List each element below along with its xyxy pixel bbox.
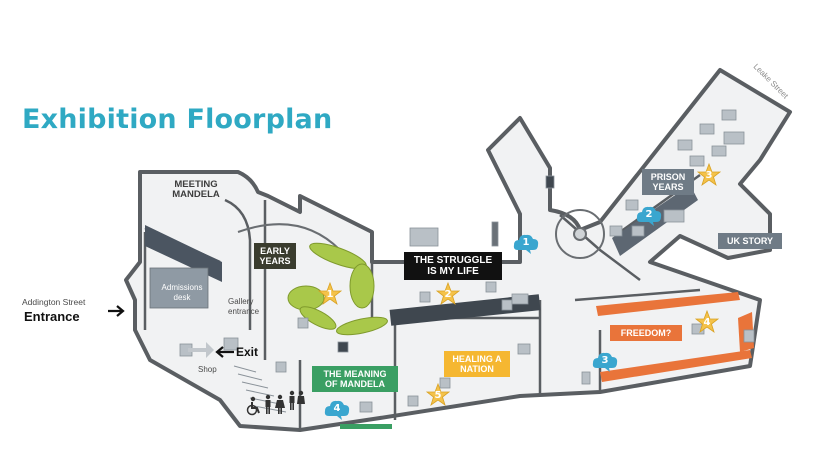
cloud-marker-icon: 4 bbox=[323, 398, 351, 422]
zone-early-years: EARLY YEARS bbox=[254, 243, 296, 269]
entrance-label: Entrance bbox=[24, 309, 80, 324]
wheelchair-icon bbox=[246, 396, 260, 416]
zone-meaning-of-mandela: THE MEANING OF MANDELA bbox=[312, 366, 398, 392]
zone-uk-story: UK STORY bbox=[718, 233, 782, 249]
star-marker-number: 3 bbox=[705, 169, 713, 181]
meeting-mandela-label: MEETING MANDELA bbox=[172, 179, 220, 200]
map-title: Exhibition Floorplan bbox=[22, 104, 333, 135]
freedom-stripes bbox=[596, 292, 754, 382]
star-marker-icon: 5 bbox=[425, 382, 451, 407]
star-marker-icon: 2 bbox=[435, 281, 461, 306]
cloud-marker-number: 1 bbox=[522, 236, 530, 248]
zone-freedom: FREEDOM? bbox=[610, 325, 682, 341]
cloud-marker-number: 4 bbox=[333, 402, 341, 414]
cloud-marker-icon: 3 bbox=[591, 350, 619, 374]
zone-struggle: THE STRUGGLE IS MY LIFE bbox=[404, 252, 502, 280]
arrow-right-icon bbox=[108, 305, 125, 317]
zone-prison-years: PRISON YEARS bbox=[642, 169, 694, 195]
zone-healing-a-nation: HEALING A NATION bbox=[444, 351, 510, 377]
shop-label: Shop bbox=[198, 365, 217, 374]
arrow-left-icon bbox=[215, 346, 234, 358]
gallery-entrance-label: Gallery entrance bbox=[228, 297, 260, 316]
star-marker-number: 4 bbox=[703, 316, 711, 328]
round-rooms bbox=[237, 209, 605, 259]
star-marker-number: 5 bbox=[434, 389, 442, 401]
cloud-marker-icon: 2 bbox=[635, 204, 663, 228]
cloud-marker-icon: 1 bbox=[512, 232, 540, 256]
star-marker-number: 2 bbox=[444, 288, 452, 300]
star-marker-number: 1 bbox=[326, 288, 334, 300]
cloud-marker-number: 2 bbox=[645, 208, 653, 220]
exit-label: Exit bbox=[236, 345, 259, 359]
star-marker-icon: 1 bbox=[317, 281, 343, 306]
early-years-pods bbox=[287, 242, 388, 336]
admissions-desk-label: Admissions desk bbox=[161, 283, 203, 302]
star-marker-icon: 3 bbox=[696, 162, 722, 187]
addington-street-label: Addington Street bbox=[22, 297, 86, 307]
cloud-marker-number: 3 bbox=[601, 354, 609, 366]
toilet-icon bbox=[265, 394, 285, 414]
toilet-icon bbox=[289, 390, 305, 410]
exhibit-displays bbox=[149, 109, 755, 413]
star-marker-icon: 4 bbox=[694, 309, 720, 334]
